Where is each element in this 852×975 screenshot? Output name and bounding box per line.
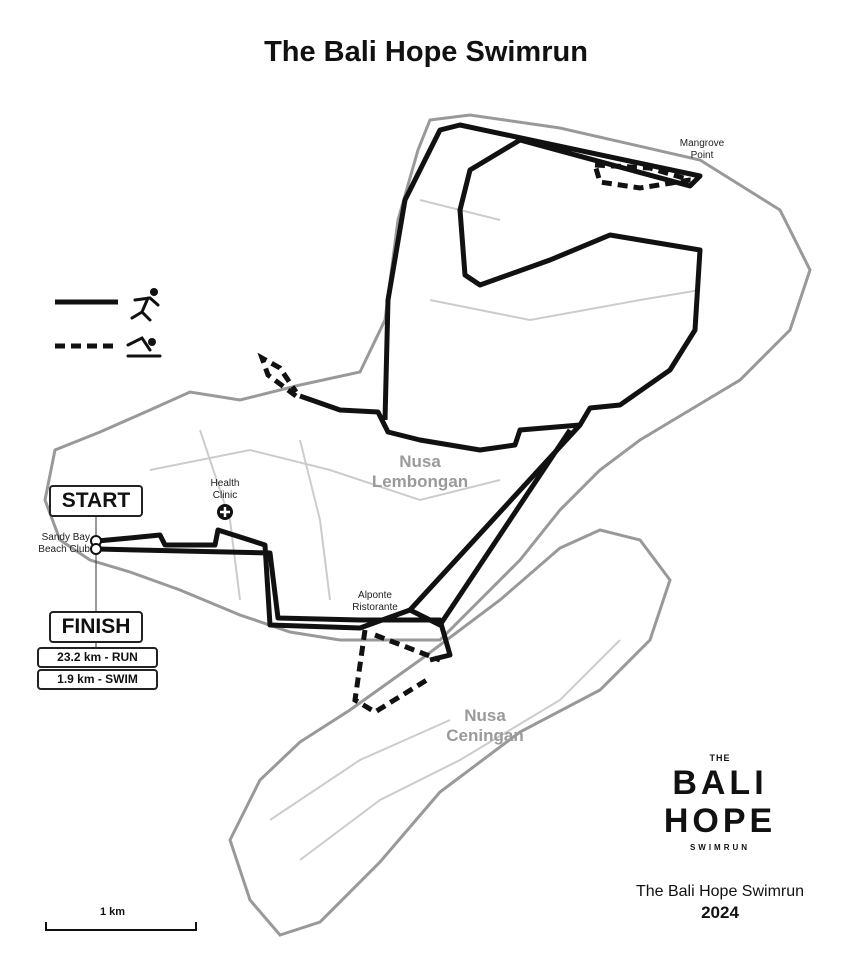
scale-bar [45,922,197,931]
logo-the: THE [709,753,731,763]
place-nusa-lembongan: Nusa Lembongan [371,452,469,491]
roads [149,199,701,861]
run-distance: 23.2 km - RUN [37,647,158,668]
map-title: The Bali Hope Swimrun [264,36,588,68]
health-clinic-icon [217,504,233,520]
run-route [96,122,703,663]
logo-bali: BALI [672,764,768,802]
logo-hope: HOPE [663,802,777,840]
scale-label: 1 km [100,906,126,918]
label-health-clinic: Health Clinic [210,478,240,501]
legend [55,288,162,358]
logo-swimrun: SWIMRUN [689,843,751,852]
label-alponte: Alponte Ristorante [352,590,398,613]
swim-route [257,162,691,715]
place-nusa-ceningan: Nusa Ceningan [446,706,524,745]
logo: THE BALI HOPE SWIMRUN [660,752,780,853]
finish-label: FINISH [49,611,143,643]
swimmer-icon [126,336,162,358]
start-label: START [49,485,143,517]
swim-distance: 1.9 km - SWIM [37,669,158,690]
runner-icon [130,288,160,322]
label-sandy-bay: Sandy Bay Beach Club [38,532,90,555]
footer-name: The Bali Hope Swimrun [635,883,805,900]
footer-year: 2024 [701,903,739,922]
island-lembongan [43,113,812,642]
label-mangrove-point: Mangrove Point [679,138,725,161]
island-ceningan [228,528,672,937]
